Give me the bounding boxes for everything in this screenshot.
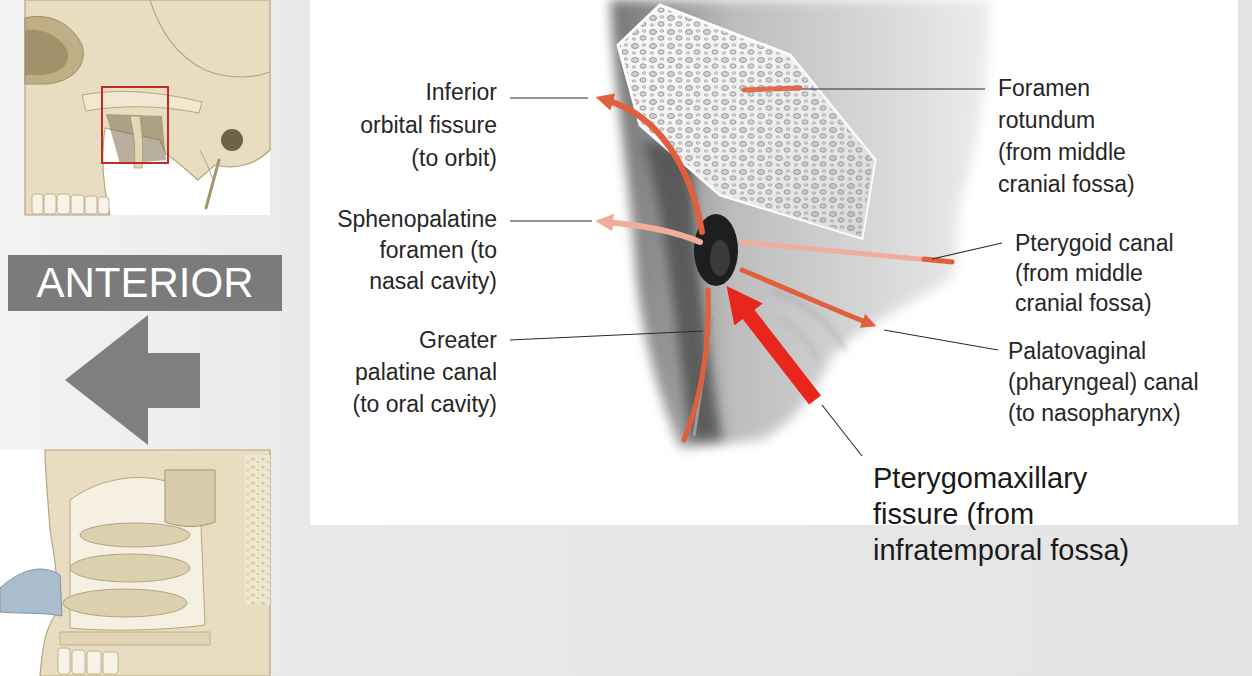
pharyngeal-pathway [742, 270, 868, 323]
fossa-depth [710, 240, 730, 276]
structure-label: Inferior orbital fissure (to orbit) [358, 76, 497, 175]
zygomatic-arch [82, 91, 202, 113]
skull-bone [25, 0, 270, 215]
orbital-pathway [606, 100, 702, 232]
leader-line [932, 243, 1002, 259]
tooth [87, 651, 101, 674]
structure-label: Pterygoid canal (from middle cranial fos… [1015, 228, 1195, 318]
tooth [44, 194, 56, 214]
pathway-arrows [606, 88, 952, 440]
superior-concha [80, 523, 190, 547]
focus-box [102, 87, 168, 163]
leader-line [822, 405, 862, 456]
suture-line [150, 0, 270, 77]
structure-label: Greater palatine canal (to oral cavity) [343, 324, 497, 420]
leader-line [510, 97, 588, 98]
sphenopalatine-pathway [606, 222, 700, 242]
middle-concha [70, 554, 190, 582]
hard-palate [60, 632, 210, 645]
direction-arrow [65, 315, 200, 445]
structure-label: Sphenopalatine foramen (to nasal cavity) [327, 204, 497, 297]
cancellous-bone [245, 455, 270, 605]
tooth [98, 197, 109, 214]
direction-box: ANTERIOR [8, 255, 282, 311]
palatine-pathway [684, 290, 708, 440]
tooth [58, 648, 70, 674]
inferior-concha [63, 589, 187, 617]
teeth [32, 194, 109, 214]
pterygoid-plate [130, 116, 143, 168]
styloid-process [206, 160, 219, 208]
pterygoid-pathway [742, 242, 940, 261]
auditory-meatus [221, 129, 243, 151]
tooth [57, 194, 70, 214]
teeth [58, 648, 118, 674]
structure-label: Pterygomaxillary fissure (from infratemp… [873, 460, 1153, 568]
skull-section [40, 450, 270, 676]
thumbnail-ground [25, 0, 270, 215]
structure-label: Foramen rotundum (from middle cranial fo… [998, 72, 1144, 200]
condyle-line [200, 150, 212, 178]
orbit-shadow [25, 30, 68, 75]
entry-pathway [742, 306, 815, 400]
leader-line [510, 220, 592, 221]
leader-lines [510, 89, 1002, 456]
pterygoid-pathway-end [924, 259, 952, 262]
sphenoid-sinus [165, 470, 215, 527]
bone-illustration [610, 0, 990, 448]
leader-line [884, 330, 998, 350]
structure-label: Palatovaginal (pharyngeal) canal (to nas… [1008, 336, 1215, 429]
bone-cross-section [618, 5, 875, 238]
skull-thumbnail [25, 0, 270, 215]
thumbnail-ground [0, 450, 270, 676]
tooth [32, 194, 43, 214]
cross-section-shade [618, 5, 875, 238]
tooth [103, 652, 118, 674]
direction-word: ANTERIOR [36, 259, 253, 307]
section-thumbnail [0, 450, 270, 676]
leader-line [802, 88, 985, 89]
nasal-cartilage [0, 569, 62, 616]
tooth [71, 195, 84, 214]
figure-panel [310, 0, 1238, 525]
rotundum-pathway [744, 88, 800, 90]
tooth [72, 650, 85, 674]
orbit [25, 16, 83, 84]
bone-surface [610, 0, 990, 448]
tooth [85, 196, 97, 214]
leader-line [510, 331, 703, 340]
